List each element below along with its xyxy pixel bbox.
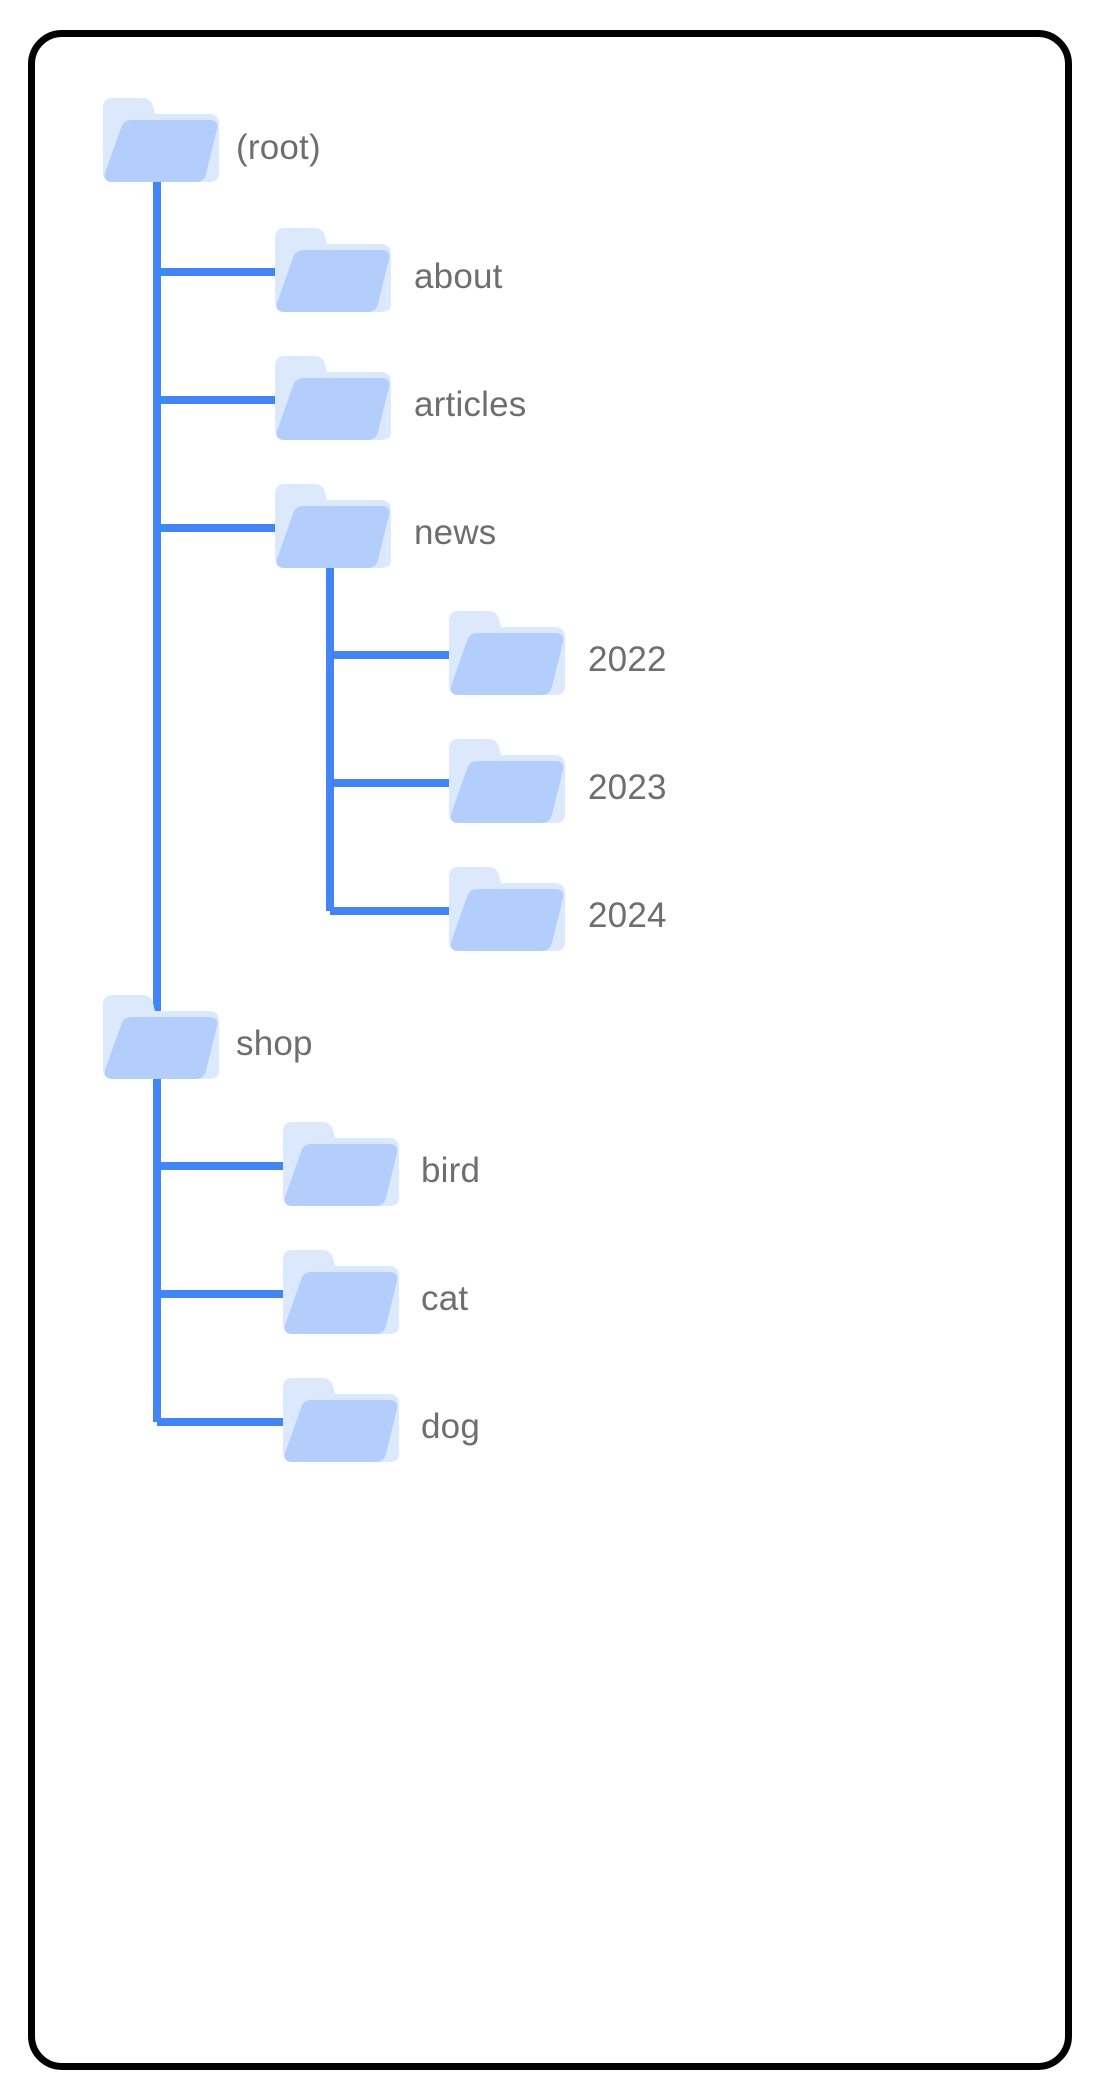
tree-connectors (153, 178, 460, 1426)
folder-icon-about[interactable] (275, 228, 391, 312)
folder-icon-root[interactable] (103, 98, 219, 182)
folder-icon-bird[interactable] (283, 1122, 399, 1206)
node-label-shop[interactable]: shop (236, 1024, 313, 1063)
node-label-bird[interactable]: bird (421, 1151, 481, 1190)
node-label-2023[interactable]: 2023 (588, 768, 667, 807)
folder-icon-news[interactable] (275, 484, 391, 568)
folder-icon-cat[interactable] (283, 1250, 399, 1334)
node-label-news[interactable]: news (414, 513, 497, 552)
node-label-about[interactable]: about (414, 257, 503, 296)
node-label-2022[interactable]: 2022 (588, 640, 667, 679)
node-label-root[interactable]: (root) (236, 128, 321, 167)
folder-icon-dog[interactable] (283, 1378, 399, 1462)
node-label-cat[interactable]: cat (421, 1279, 469, 1318)
folder-icon-2023[interactable] (449, 739, 565, 823)
folder-icon-2022[interactable] (449, 611, 565, 695)
node-label-articles[interactable]: articles (414, 385, 527, 424)
node-label-dog[interactable]: dog (421, 1407, 480, 1446)
node-label-2024[interactable]: 2024 (588, 896, 667, 935)
folder-icon-articles[interactable] (275, 356, 391, 440)
folder-icon-2024[interactable] (449, 867, 565, 951)
